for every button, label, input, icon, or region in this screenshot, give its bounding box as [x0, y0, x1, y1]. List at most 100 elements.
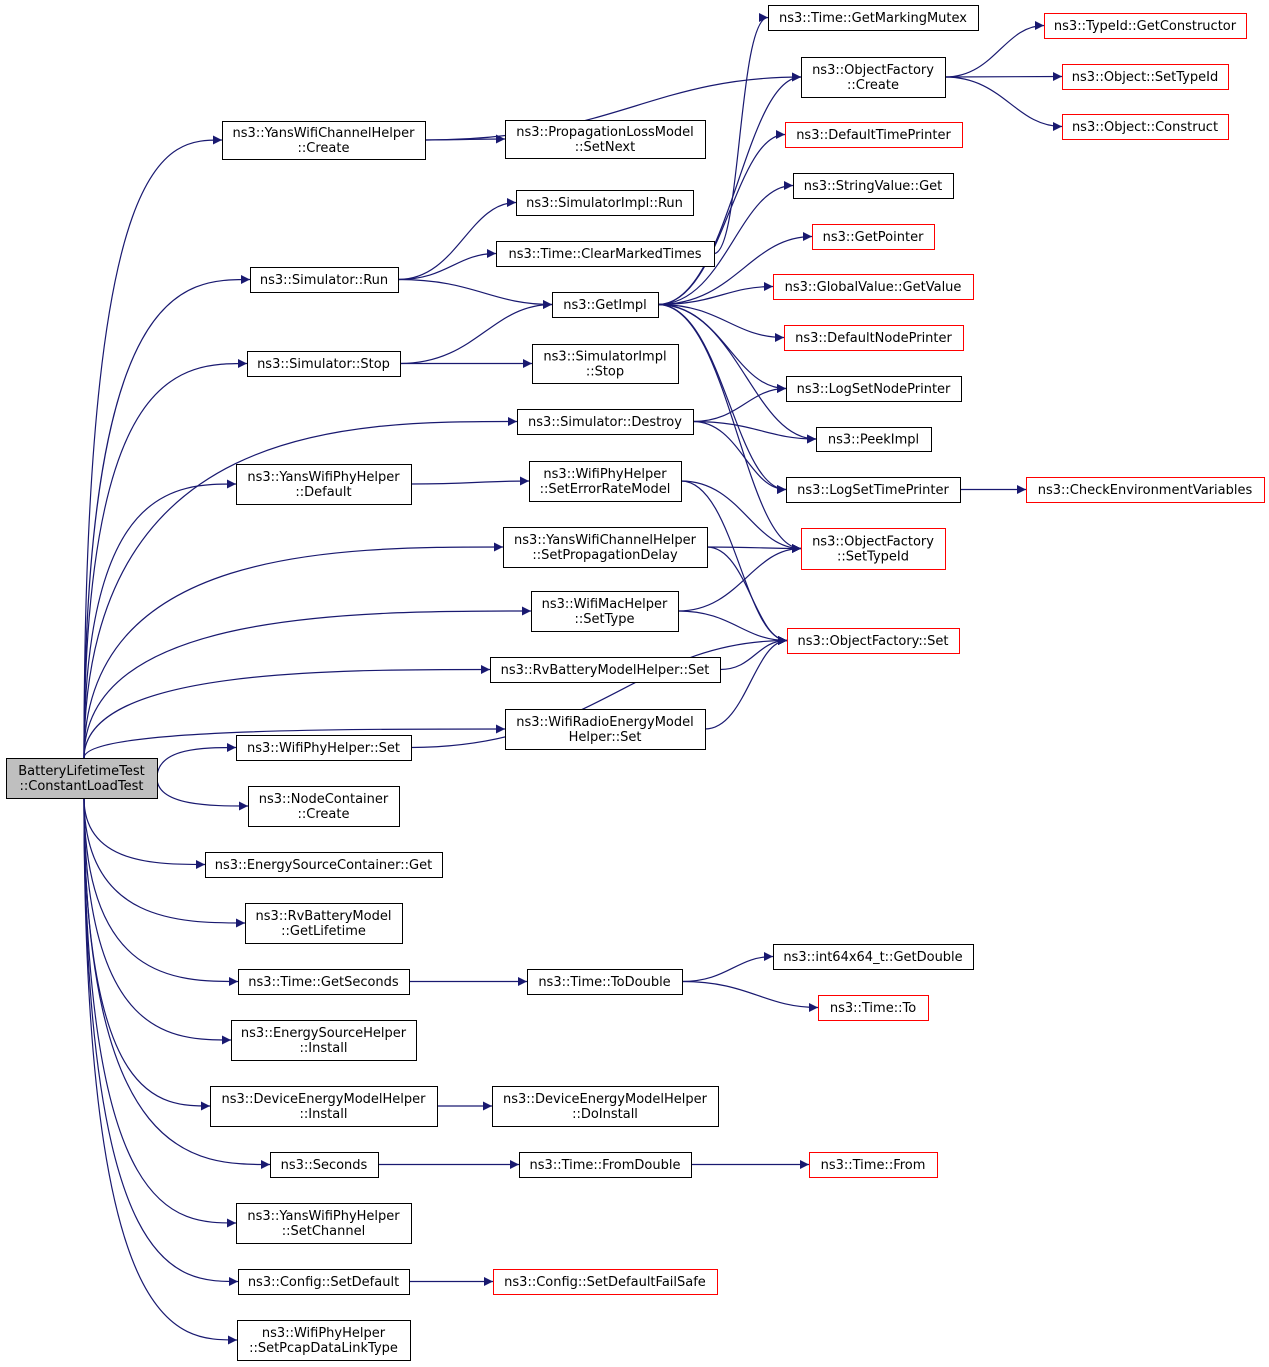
call-edge — [944, 72, 1063, 82]
node-box — [231, 1020, 417, 1061]
node-box — [250, 267, 399, 293]
node-log-set-time-printer[interactable]: ns3::LogSetTimePrinter — [786, 477, 961, 503]
node-label: ns3::Simulator::Stop — [257, 357, 390, 372]
node-time-from-double[interactable]: ns3::Time::FromDouble — [519, 1152, 692, 1178]
node-string-value-get[interactable]: ns3::StringValue::Get — [793, 173, 954, 199]
node-type-id-get-ctor[interactable]: ns3::TypeId::GetConstructor — [1044, 13, 1247, 39]
node-rv-batt-helper-set[interactable]: ns3::RvBatteryModelHelper::Set — [490, 657, 721, 683]
node-sim-run[interactable]: ns3::Simulator::Run — [250, 267, 399, 293]
call-edge — [83, 797, 232, 1045]
call-edge — [83, 797, 206, 869]
node-int64-get-double[interactable]: ns3::int64x64_t::GetDouble — [773, 944, 974, 970]
node-label: ns3::DeviceEnergyModelHelper — [221, 1092, 426, 1107]
node-check-env-vars[interactable]: ns3::CheckEnvironmentVariables — [1026, 477, 1265, 503]
node-label: ns3::WifiMacHelper — [542, 597, 668, 612]
node-obj-fact-set[interactable]: ns3::ObjectFactory::Set — [787, 628, 960, 654]
node-energy-cont-get[interactable]: ns3::EnergySourceContainer::Get — [205, 852, 443, 878]
node-obj-fact-set-type-id[interactable]: ns3::ObjectFactory::SetTypeId — [801, 528, 946, 570]
node-box — [236, 1203, 412, 1244]
node-label: ns3::Config::SetDefault — [248, 1275, 399, 1290]
call-edge — [83, 606, 532, 759]
node-label: ns3::SimulatorImpl — [543, 350, 666, 365]
node-label: ns3::RvBatteryModelHelper::Set — [501, 663, 710, 678]
node-get-impl[interactable]: ns3::GetImpl — [552, 292, 659, 318]
node-sim-destroy[interactable]: ns3::Simulator::Destroy — [517, 409, 694, 435]
node-box — [786, 477, 961, 503]
node-label: ns3::ObjectFactory — [812, 535, 934, 550]
node-yans-chan-set-prop[interactable]: ns3::YansWifiChannelHelper::SetPropagati… — [503, 527, 708, 568]
node-default-node-printer[interactable]: ns3::DefaultNodePrinter — [784, 325, 964, 351]
node-box — [222, 121, 426, 160]
node-box — [6, 758, 158, 799]
node-label: ns3::LogSetNodePrinter — [797, 382, 951, 397]
node-box — [1026, 477, 1265, 503]
node-label: ::SetPropagationDelay — [532, 548, 678, 563]
node-box — [210, 1086, 438, 1127]
node-time-from[interactable]: ns3::Time::From — [809, 1152, 938, 1178]
node-default-time-printer[interactable]: ns3::DefaultTimePrinter — [785, 122, 963, 148]
node-yans-phy-set-chan[interactable]: ns3::YansWifiPhyHelper::SetChannel — [236, 1203, 412, 1244]
call-edge — [706, 546, 788, 645]
node-wifi-mac-set-type[interactable]: ns3::WifiMacHelper::SetType — [531, 591, 679, 632]
call-edge — [83, 797, 239, 986]
call-edge — [83, 797, 239, 1286]
call-edge — [944, 76, 1063, 131]
node-prop-loss-set-next[interactable]: ns3::PropagationLossModel::SetNext — [505, 120, 706, 159]
call-edge — [944, 21, 1045, 78]
node-box — [1044, 13, 1247, 39]
node-object-construct[interactable]: ns3::Object::Construct — [1062, 114, 1229, 140]
node-log-set-node-printer[interactable]: ns3::LogSetNodePrinter — [786, 376, 962, 402]
node-box — [1062, 114, 1229, 140]
node-label: ::Create — [847, 78, 899, 93]
node-label: ns3::NodeContainer — [259, 792, 389, 807]
node-root[interactable]: BatteryLifetimeTest::ConstantLoadTest — [6, 758, 158, 799]
node-seconds[interactable]: ns3::Seconds — [270, 1152, 379, 1178]
node-label: ns3::WifiPhyHelper — [262, 1326, 386, 1341]
node-rv-batt-lifetime[interactable]: ns3::RvBatteryModel::GetLifetime — [245, 903, 403, 944]
node-energy-src-install[interactable]: ns3::EnergySourceHelper::Install — [231, 1020, 417, 1061]
call-edge — [83, 275, 251, 759]
node-time-get-marking-mutex[interactable]: ns3::Time::GetMarkingMutex — [768, 5, 979, 31]
node-yans-chan-create[interactable]: ns3::YansWifiChannelHelper::Create — [222, 121, 426, 160]
call-edge — [83, 797, 246, 928]
node-time-to[interactable]: ns3::Time::To — [818, 995, 929, 1021]
node-config-set-default[interactable]: ns3::Config::SetDefault — [238, 1269, 410, 1295]
node-global-value-get-value[interactable]: ns3::GlobalValue::GetValue — [773, 274, 974, 300]
node-dev-energy-do-install[interactable]: ns3::DeviceEnergyModelHelper::DoInstall — [492, 1086, 719, 1127]
node-time-clear-marked[interactable]: ns3::Time::ClearMarkedTimes — [496, 241, 715, 267]
call-edge — [83, 542, 504, 759]
node-object-set-type-id[interactable]: ns3::Object::SetTypeId — [1062, 64, 1229, 90]
node-get-pointer[interactable]: ns3::GetPointer — [812, 224, 935, 250]
node-label: BatteryLifetimeTest — [18, 764, 145, 779]
node-label: ::Create — [298, 807, 350, 822]
node-box — [809, 1152, 938, 1178]
node-wifi-phy-pcap[interactable]: ns3::WifiPhyHelper::SetPcapDataLinkType — [237, 1320, 411, 1361]
node-sim-impl-run[interactable]: ns3::SimulatorImpl::Run — [516, 190, 694, 216]
node-box — [245, 903, 403, 944]
node-label: ::Create — [298, 141, 350, 156]
node-time-get-seconds[interactable]: ns3::Time::GetSeconds — [238, 969, 410, 995]
node-config-set-default-fs[interactable]: ns3::Config::SetDefaultFailSafe — [493, 1269, 718, 1295]
node-yans-phy-default[interactable]: ns3::YansWifiPhyHelper::Default — [236, 464, 412, 505]
node-box — [517, 409, 694, 435]
call-edge — [83, 135, 223, 759]
node-sim-impl-stop[interactable]: ns3::SimulatorImpl::Stop — [532, 344, 679, 384]
node-sim-stop[interactable]: ns3::Simulator::Stop — [247, 351, 401, 377]
node-box — [519, 1152, 692, 1178]
call-edge — [83, 797, 237, 1228]
call-edge — [83, 724, 506, 759]
call-edge — [399, 300, 553, 365]
node-time-to-double[interactable]: ns3::Time::ToDouble — [527, 969, 683, 995]
node-dev-energy-install[interactable]: ns3::DeviceEnergyModelHelper::Install — [210, 1086, 438, 1127]
node-obj-fact-create[interactable]: ns3::ObjectFactory::Create — [801, 57, 946, 98]
call-edge — [657, 181, 794, 306]
node-wifi-phy-set[interactable]: ns3::WifiPhyHelper::Set — [236, 735, 412, 761]
call-edge — [692, 420, 817, 444]
node-label: ns3::Time::ClearMarkedTimes — [508, 247, 701, 262]
call-edge — [83, 665, 491, 759]
node-label: ns3::RvBatteryModel — [256, 909, 392, 924]
node-wifi-phy-set-err[interactable]: ns3::WifiPhyHelper::SetErrorRateModel — [529, 461, 682, 502]
node-node-cont-create[interactable]: ns3::NodeContainer::Create — [248, 786, 400, 827]
node-peek-impl[interactable]: ns3::PeekImpl — [816, 427, 932, 452]
